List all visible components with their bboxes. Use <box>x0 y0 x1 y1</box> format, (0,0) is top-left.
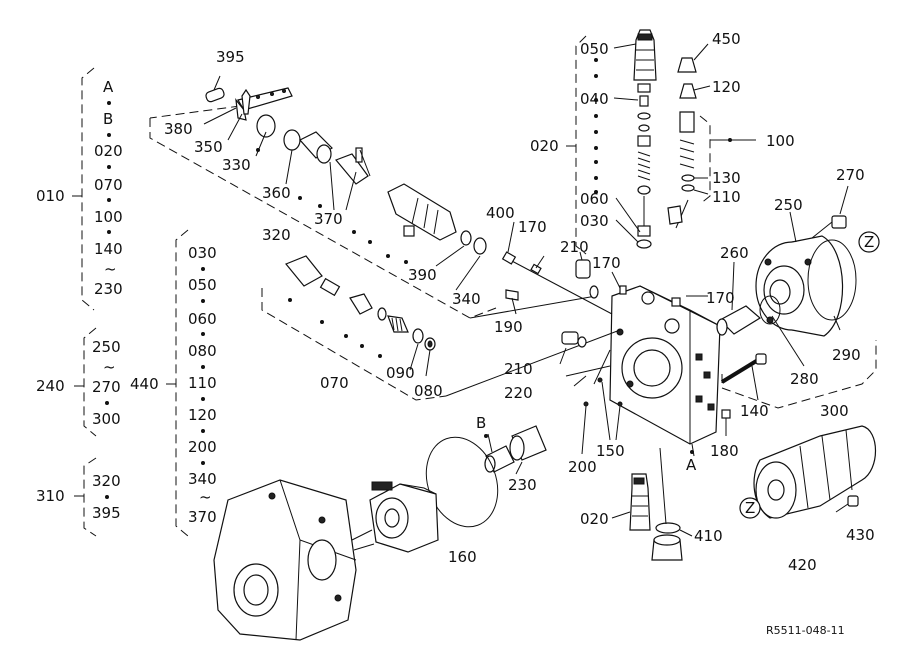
part-label-210b: 210 <box>504 360 533 378</box>
zone-label-z-upper: Z <box>864 233 874 251</box>
assembly-310-member-395: 395 <box>92 504 121 522</box>
part-label-290: 290 <box>832 346 861 364</box>
part-label-170a: 170 <box>518 218 547 236</box>
transmission-housing <box>213 479 439 641</box>
part-label-430: 430 <box>846 526 875 544</box>
assembly-440-member-030: 030 <box>188 244 217 262</box>
part-label-340: 340 <box>452 290 481 308</box>
assembly-320-label: 320 <box>262 226 291 244</box>
part-label-230: 230 <box>508 476 537 494</box>
assembly-010-bracket: 010 A B 020 070 100 140 ~ 230 <box>36 67 123 311</box>
assembly-440-member-120: 120 <box>188 406 217 424</box>
assembly-240-range-sign: ~ <box>103 358 116 376</box>
assembly-020-label: 020 <box>530 137 559 155</box>
part-label-120: 120 <box>712 78 741 96</box>
assembly-440-member-060: 060 <box>188 310 217 328</box>
part-label-330: 330 <box>222 156 251 174</box>
part-label-360: 360 <box>262 184 291 202</box>
part-label-080: 080 <box>414 382 443 400</box>
part-label-040: 040 <box>580 90 609 108</box>
part-label-170c: 170 <box>706 289 735 307</box>
assembly-440-member-080: 080 <box>188 342 217 360</box>
assembly-440-range-sign: ~ <box>199 488 212 506</box>
part-label-350: 350 <box>194 138 223 156</box>
part-label-260: 260 <box>720 244 749 262</box>
part-label-180: 180 <box>710 442 739 460</box>
assembly-010-member-140: 140 <box>94 240 123 258</box>
part-label-140: 140 <box>740 402 769 420</box>
part-label-370: 370 <box>314 210 343 228</box>
assembly-310-member-320: 320 <box>92 472 121 490</box>
control-valve-block <box>609 285 721 445</box>
assembly-020-group <box>566 29 657 255</box>
zone-label-z-lower: Z <box>745 499 755 517</box>
assembly-440-member-050: 050 <box>188 276 217 294</box>
part-label-390: 390 <box>408 266 437 284</box>
assembly-440-label: 440 <box>130 375 159 393</box>
part-label-050: 050 <box>580 40 609 58</box>
assembly-310-label: 310 <box>36 487 65 505</box>
assembly-240-member-300: 300 <box>92 410 121 428</box>
part-label-110: 110 <box>712 188 741 206</box>
part-label-030: 030 <box>580 212 609 230</box>
part-label-410: 410 <box>694 527 723 545</box>
assembly-310-bracket: 310 320 395 <box>36 457 121 537</box>
part-label-450: 450 <box>712 30 741 48</box>
part-label-170b: 170 <box>592 254 621 272</box>
lower-cartridge-020 <box>611 473 651 531</box>
assembly-440-member-340: 340 <box>188 470 217 488</box>
assembly-240-member-250: 250 <box>92 338 121 356</box>
part-label-280: 280 <box>790 370 819 388</box>
assembly-010-member-020: 020 <box>94 142 123 160</box>
sleeve-230 <box>484 425 547 475</box>
part-label-130: 130 <box>712 169 741 187</box>
upper-leaders <box>203 75 481 291</box>
assembly-010-member-230: 230 <box>94 280 123 298</box>
part-label-090: 090 <box>386 364 415 382</box>
assembly-320-group <box>149 87 497 319</box>
assembly-240-member-270: 270 <box>92 378 121 396</box>
part-label-380: 380 <box>164 120 193 138</box>
part-label-270: 270 <box>836 166 865 184</box>
part-label-420: 420 <box>788 556 817 574</box>
assembly-010-member-b: B <box>103 110 113 128</box>
assembly-010-member-070: 070 <box>94 176 123 194</box>
zone-z-marker-lower <box>739 497 761 519</box>
assembly-010-label: 010 <box>36 187 65 205</box>
assembly-240-bracket: 240 250 ~ 270 300 <box>36 327 121 437</box>
assembly-010-member-100: 100 <box>94 208 123 226</box>
motor-assembly-300 <box>716 215 877 409</box>
part-label-060: 060 <box>580 190 609 208</box>
assembly-440-member-200: 200 <box>188 438 217 456</box>
block-fittings <box>501 251 731 419</box>
assembly-100-group <box>667 57 756 229</box>
assembly-440-bracket: 440 030 050 060 080 110 120 200 340 ~ 37… <box>130 229 217 537</box>
assembly-300-label: 300 <box>820 402 849 420</box>
part-label-190: 190 <box>494 318 523 336</box>
part-label-400: 400 <box>486 204 515 222</box>
assembly-240-label: 240 <box>36 377 65 395</box>
part-label-395: 395 <box>216 48 245 66</box>
gear-pump-420 <box>753 425 876 519</box>
assembly-070-label: 070 <box>320 374 349 392</box>
marker-b-label: B <box>476 414 486 432</box>
drawing-reference-code: R5511-048-11 <box>766 624 845 637</box>
part-label-150: 150 <box>596 442 625 460</box>
part-label-210a: 210 <box>560 238 589 256</box>
assembly-010-range-sign: ~ <box>104 260 117 278</box>
assembly-010-member-a: A <box>103 78 114 96</box>
part-label-250: 250 <box>774 196 803 214</box>
zone-z-marker-upper <box>858 231 880 253</box>
part-label-200: 200 <box>568 458 597 476</box>
assembly-440-member-370: 370 <box>188 508 217 526</box>
assembly-100-label: 100 <box>766 132 795 150</box>
assembly-070-group <box>261 255 447 401</box>
part-label-160: 160 <box>448 548 477 566</box>
part-label-020-lower: 020 <box>580 510 609 528</box>
assembly-440-member-110: 110 <box>188 374 217 392</box>
part-label-220: 220 <box>504 384 533 402</box>
marker-a-label: A <box>686 456 697 474</box>
